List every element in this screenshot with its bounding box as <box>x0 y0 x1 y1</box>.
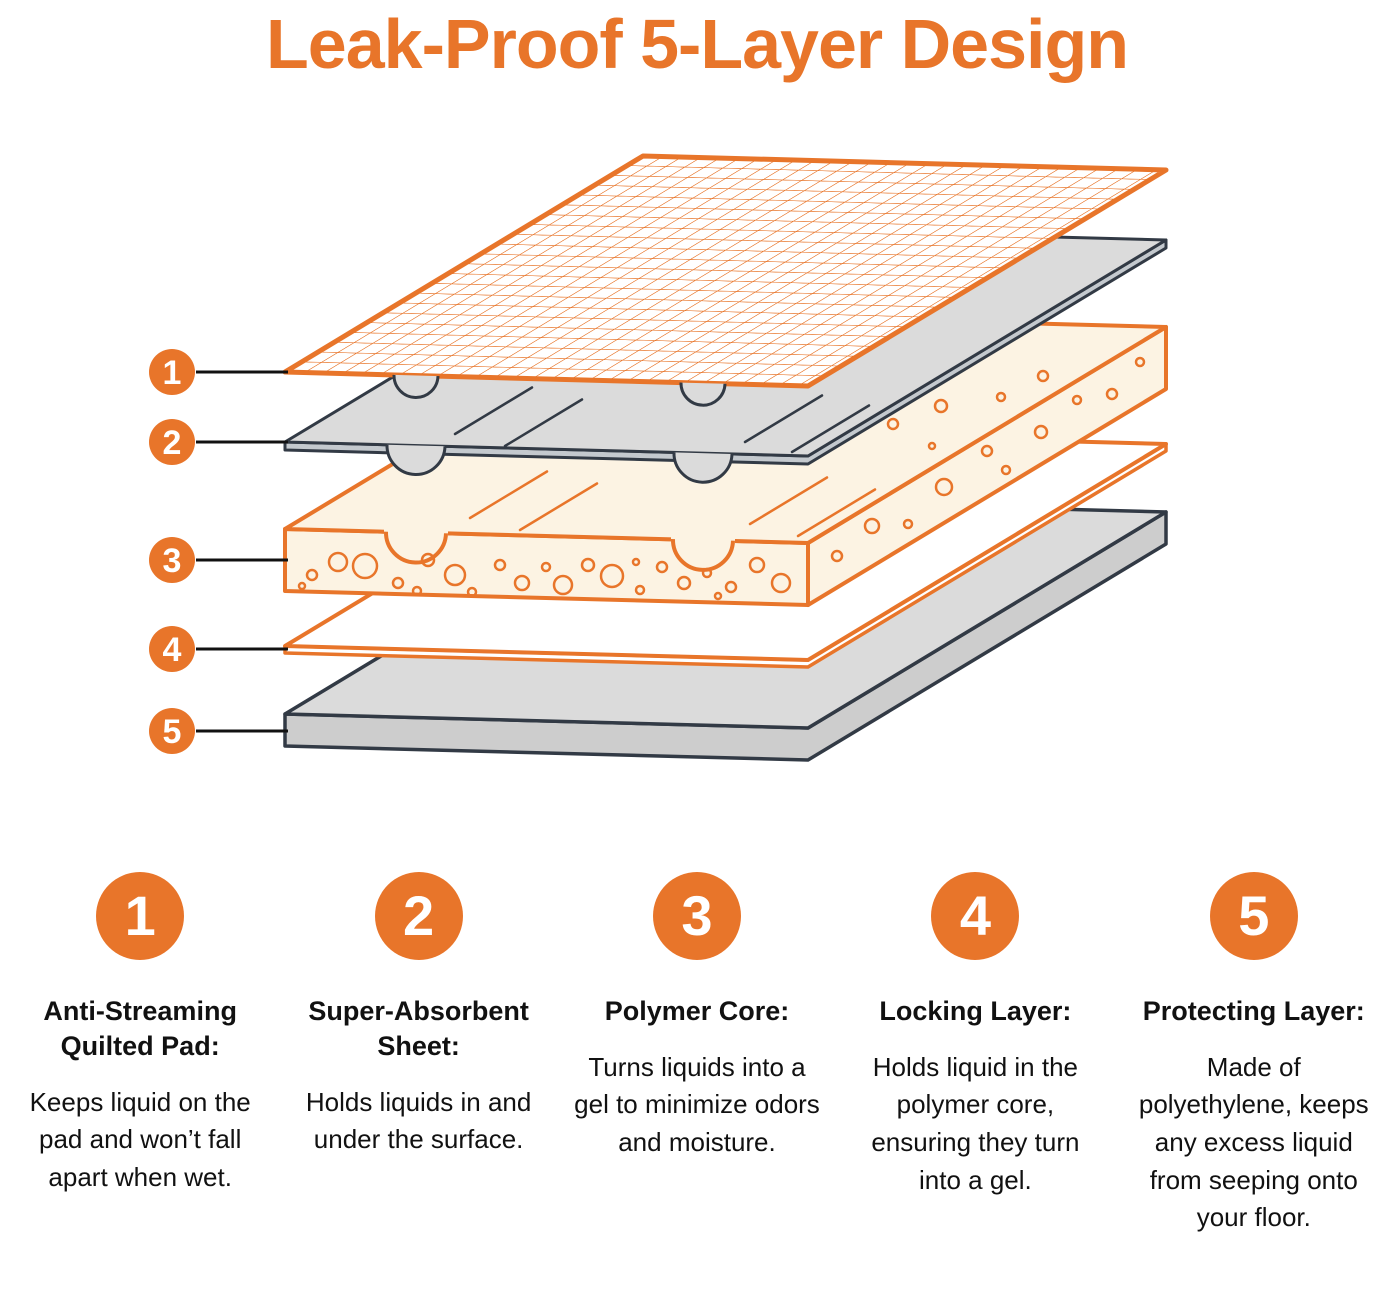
legend-5-number: 5 <box>1238 883 1270 947</box>
diagram-callouts: 1 2 3 4 5 <box>149 348 288 754</box>
page-header: Leak-Proof 5-Layer Design <box>0 5 1394 83</box>
absorbent-sheet-dimples <box>385 444 734 484</box>
diagram-svg: 1 2 3 4 5 <box>149 153 1169 762</box>
legend-1-body: Keeps liquid on the pad and won’t fall a… <box>29 1086 251 1193</box>
quilted-mesh-dimples <box>392 374 727 407</box>
polymer-core-accent-lines <box>468 469 877 537</box>
callout-1-number: 1 <box>163 354 182 392</box>
legend-5-badge: 5 <box>1209 871 1298 960</box>
polymer-core-bubbles-right <box>830 356 1146 562</box>
callout-4-badge <box>149 625 195 672</box>
legend-5-body: Made of polyethylene, keeps any excess l… <box>1138 1051 1369 1233</box>
legend-4-heading: Locking Layer: <box>879 995 1072 1026</box>
callout-1: 1 <box>149 348 288 395</box>
legend: 1 Anti-Streaming Quilted Pad: Keeps liqu… <box>0 871 1394 1238</box>
legend-4-badge: 4 <box>931 871 1020 960</box>
legend-3-body: Turns liquids into a gel to minimize odo… <box>574 1051 820 1157</box>
legend-item-4: 4 Locking Layer: Holds liquid in the pol… <box>839 871 1111 1238</box>
legend-2-body: Holds liquids in and under the surface. <box>305 1086 532 1155</box>
legend-item-3: 3 Polymer Core: Turns liquids into a gel… <box>561 871 833 1238</box>
legend-5-heading: Protecting Layer: <box>1142 995 1365 1026</box>
callout-3: 3 <box>149 536 288 583</box>
legend-3-heading: Polymer Core: <box>604 995 790 1026</box>
page-title: Leak-Proof 5-Layer Design <box>266 5 1129 83</box>
legend-item-5: 5 Protecting Layer: Made of polyethylene… <box>1118 871 1390 1238</box>
callout-2-number: 2 <box>163 424 182 462</box>
legend-3-badge: 3 <box>652 871 741 960</box>
legend-1-number: 1 <box>124 883 156 947</box>
callout-2-badge <box>149 418 195 465</box>
legend-2-badge: 2 <box>374 871 463 960</box>
legend-1-heading: Anti-Streaming Quilted Pad: <box>43 995 237 1061</box>
legend-item-2: 2 Super-Absorbent Sheet: Holds liquids i… <box>282 871 554 1238</box>
callout-3-number: 3 <box>163 542 182 580</box>
callout-4-number: 4 <box>163 631 182 669</box>
callout-1-badge <box>149 348 195 395</box>
callout-2: 2 <box>149 418 288 465</box>
legend-item-1: 1 Anti-Streaming Quilted Pad: Keeps liqu… <box>4 871 276 1238</box>
layer-1-quilted-mesh <box>282 153 1169 407</box>
callout-5-badge <box>149 707 195 754</box>
callout-4: 4 <box>149 625 288 672</box>
legend-4-body: Holds liquid in the polymer core, ensuri… <box>871 1051 1080 1195</box>
polymer-core-bubbles-front <box>297 551 792 600</box>
quilted-mesh-grid <box>282 153 1169 388</box>
polymer-core-bubbles-top <box>886 369 1050 450</box>
callout-5: 5 <box>149 707 288 754</box>
legend-4-number: 4 <box>959 883 991 947</box>
legend-2-heading: Super-Absorbent Sheet: <box>308 995 529 1061</box>
legend-2-number: 2 <box>403 883 435 947</box>
callout-3-badge <box>149 536 195 583</box>
callout-5-number: 5 <box>163 713 182 751</box>
legend-3-number: 3 <box>681 883 713 947</box>
layer-diagram: 1 2 3 4 5 <box>0 94 1394 794</box>
absorbent-sheet-accent-lines <box>453 385 871 453</box>
legend-1-badge: 1 <box>96 871 185 960</box>
